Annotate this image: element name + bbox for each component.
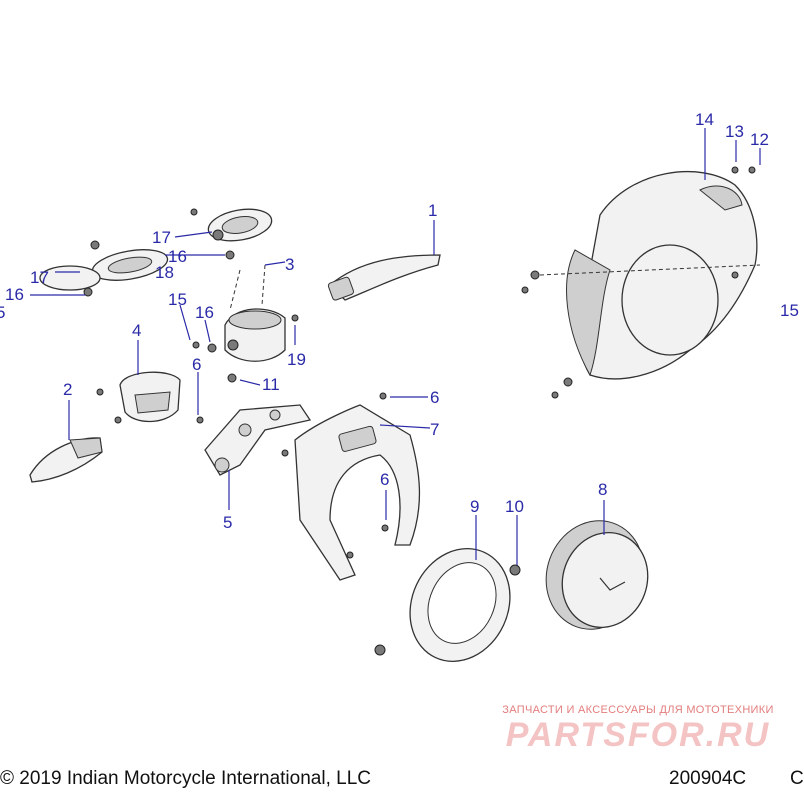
- headlight-part-8: [545, 520, 649, 630]
- callout-9: 9: [470, 497, 479, 516]
- watermark: ЗАПЧАСТИ И АКСЕССУАРЫ ДЛЯ МОТОТЕХНИКИ PA…: [488, 704, 788, 754]
- callout-13: 13: [725, 122, 744, 141]
- trim-ring-part-9: [374, 548, 521, 662]
- callout-6-left: 6: [192, 355, 201, 374]
- clamp-part-3: [224, 264, 286, 362]
- callout-17-upper: 17: [152, 228, 171, 247]
- callout-16-mid: 16: [195, 303, 214, 322]
- callout-4: 4: [132, 321, 141, 340]
- callout-10: 10: [505, 497, 524, 516]
- callout-8: 8: [598, 480, 607, 499]
- callout-2: 2: [63, 380, 72, 399]
- callouts: 1 2 3 4 5 6 6 6 7 8 9 10 11 12 13 14 15 …: [0, 110, 799, 532]
- callout-5: 5: [223, 513, 232, 532]
- callout-6-lower: 6: [380, 470, 389, 489]
- watermark-caption: ЗАПЧАСТИ И АКСЕССУАРЫ ДЛЯ МОТОТЕХНИКИ: [502, 704, 774, 716]
- cover-part-2: [29, 437, 103, 483]
- hardware-fasteners: [192, 166, 756, 559]
- drawing-number-tail: C: [790, 768, 804, 789]
- bracket-part-5: [204, 404, 312, 476]
- watermark-brand: PARTSFOR.RU: [505, 716, 771, 754]
- callout-11: 11: [262, 375, 280, 394]
- callout-15-left: 15: [168, 290, 187, 309]
- callout-19: 19: [287, 350, 306, 369]
- callout-18: 18: [155, 263, 174, 282]
- fairing-part-14: [539, 171, 761, 380]
- leader-lines: [30, 128, 761, 565]
- callout-3: 3: [285, 255, 294, 274]
- bracket-part-1: [327, 254, 441, 301]
- bracket-part-7: [294, 404, 421, 581]
- callout-15-right: 15: [780, 301, 799, 320]
- callout-17-left: 17: [30, 268, 49, 287]
- callout-15-edge: 5: [0, 303, 5, 322]
- callout-12: 12: [750, 130, 769, 149]
- callout-14: 14: [695, 110, 714, 129]
- callout-16-upper: 16: [168, 247, 187, 266]
- callout-1: 1: [428, 201, 437, 220]
- callout-6-upper: 6: [430, 388, 439, 407]
- copyright-text: © 2019 Indian Motorcycle International, …: [0, 768, 371, 789]
- callout-16-left: 16: [5, 285, 24, 304]
- callout-7: 7: [430, 420, 439, 439]
- signal-mounts-upper-left: [39, 208, 273, 297]
- drawing-number: 200904C: [669, 768, 747, 789]
- housing-part-4: [96, 371, 181, 424]
